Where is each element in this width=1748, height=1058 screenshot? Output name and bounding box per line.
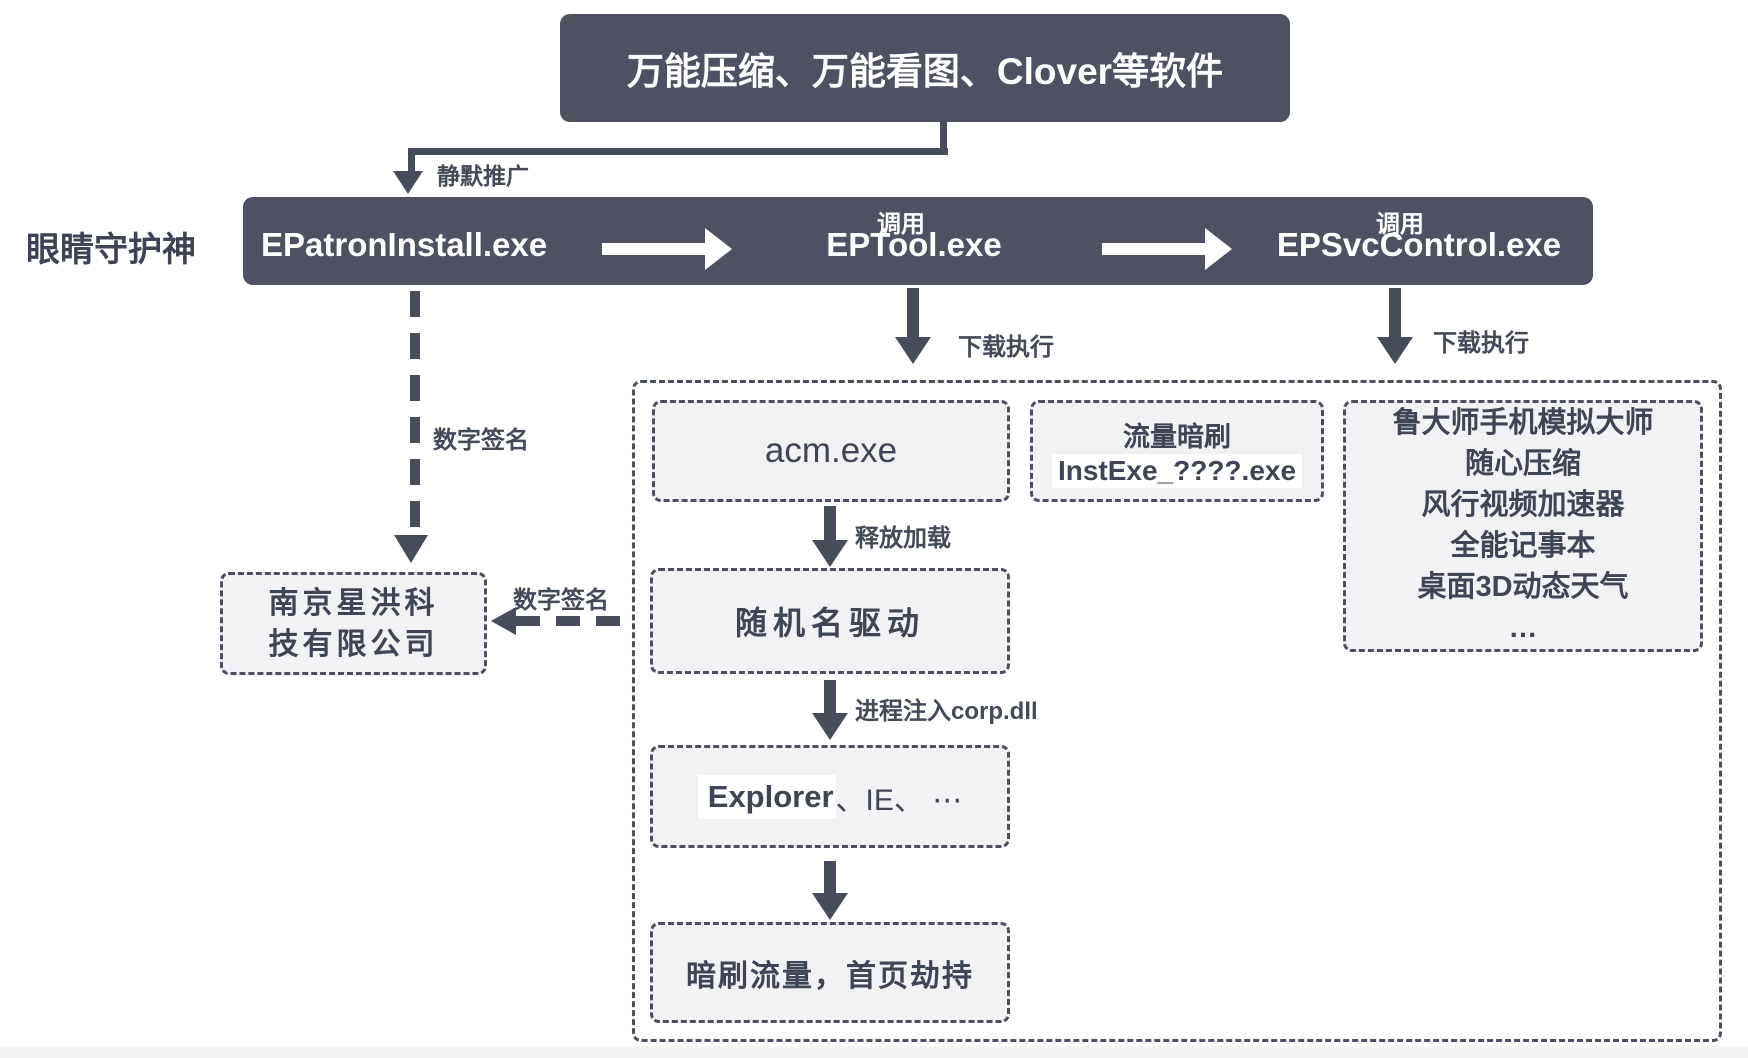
traffic-fraud-box: 流量暗刷 InstExe_????.exe xyxy=(1030,400,1324,502)
digital-signature-arrow-vertical xyxy=(410,291,420,535)
family-label: 眼睛守护神 xyxy=(26,231,196,269)
software-item: 全能记事本 xyxy=(1450,530,1596,562)
invoke-label-2: 调用 xyxy=(1376,211,1424,238)
process-inject-arrow-head-icon xyxy=(812,713,848,740)
software-item: 桌面3D动态天气 xyxy=(1417,571,1629,603)
hijack-result-box: 暗刷流量，首页劫持 xyxy=(650,922,1010,1023)
final-arrow-head-icon xyxy=(812,893,848,920)
digital-signature-arrow-horizontal xyxy=(516,616,632,626)
software-item: 随心压缩 xyxy=(1464,448,1581,480)
download-exec-label-2: 下载执行 xyxy=(1433,330,1529,357)
digital-signature-label-2: 数字签名 xyxy=(513,587,609,614)
random-driver-box: 随机名驱动 xyxy=(650,568,1010,674)
software-item-ellipsis: … xyxy=(1508,612,1538,644)
download-exec-arrow-1-head-icon xyxy=(895,337,931,364)
connector-drop-segment xyxy=(408,153,415,173)
digital-signature-arrowhead-left-icon xyxy=(491,607,516,635)
white-arrow-1-head-icon xyxy=(705,228,732,270)
digital-signature-arrowhead-icon xyxy=(394,535,428,563)
company-name-line1: 南京星洪科 xyxy=(268,586,439,620)
acm-exe-box: acm.exe xyxy=(652,400,1010,502)
payload-container xyxy=(632,380,1722,1042)
process-epatroninstall: EPatronInstall.exe xyxy=(261,226,548,263)
acm-exe-label: acm.exe xyxy=(764,431,898,470)
download-exec-arrow-1-shaft xyxy=(907,288,919,337)
white-arrow-1-shaft xyxy=(602,243,706,255)
source-software-label: 万能压缩、万能看图、Clover等软件 xyxy=(626,51,1224,92)
download-exec-arrow-2-head-icon xyxy=(1377,337,1413,364)
bottom-strip-decoration xyxy=(0,1046,1748,1058)
software-item: 风行视频加速器 xyxy=(1421,489,1625,521)
process-bar: EPatronInstall.exe 调用 EPTool.exe 调用 EPSv… xyxy=(243,197,1593,285)
white-arrow-2-shaft xyxy=(1102,243,1206,255)
digital-signature-label-1: 数字签名 xyxy=(433,427,529,454)
bundled-software-box: 鲁大师手机模拟大师 随心压缩 风行视频加速器 全能记事本 桌面3D动态天气 … xyxy=(1343,400,1703,652)
explorer-ie-box: Explorer 、IE、 ⋯ xyxy=(650,745,1010,848)
process-eptool: EPTool.exe xyxy=(826,226,1002,263)
instexe-filename-label: InstExe_????.exe xyxy=(1051,453,1303,488)
company-name-line2: 技有限公司 xyxy=(268,627,439,661)
explorer-rest-label: 、IE、 ⋯ xyxy=(835,783,963,817)
invoke-label-1: 调用 xyxy=(877,211,925,238)
traffic-fraud-label: 流量暗刷 xyxy=(1123,421,1231,452)
white-arrow-2-head-icon xyxy=(1205,228,1232,270)
source-software-box: 万能压缩、万能看图、Clover等软件 xyxy=(560,14,1290,122)
final-arrow-shaft xyxy=(824,861,836,893)
process-epsvccontrol: EPSvcControl.exe xyxy=(1276,226,1562,263)
hijack-result-label: 暗刷流量，首页劫持 xyxy=(686,959,974,993)
process-inject-arrow-shaft xyxy=(824,680,836,713)
connector-vertical-segment xyxy=(940,120,947,153)
random-driver-label: 随机名驱动 xyxy=(734,605,925,641)
release-load-arrow-head-icon xyxy=(812,540,848,567)
download-exec-label-1: 下载执行 xyxy=(958,334,1054,361)
silent-promo-label: 静默推广 xyxy=(437,163,529,189)
process-inject-label: 进程注入corp.dll xyxy=(855,698,1038,725)
company-box: 南京星洪科 技有限公司 xyxy=(220,572,487,675)
explorer-highlight-label: Explorer xyxy=(697,774,836,819)
connector-arrowhead-icon xyxy=(393,171,423,194)
release-load-arrow-shaft xyxy=(824,506,836,540)
connector-horizontal-segment xyxy=(408,148,948,155)
software-item: 鲁大师手机模拟大师 xyxy=(1392,407,1654,439)
release-load-label: 释放加载 xyxy=(855,525,951,552)
download-exec-arrow-2-shaft xyxy=(1389,288,1401,337)
